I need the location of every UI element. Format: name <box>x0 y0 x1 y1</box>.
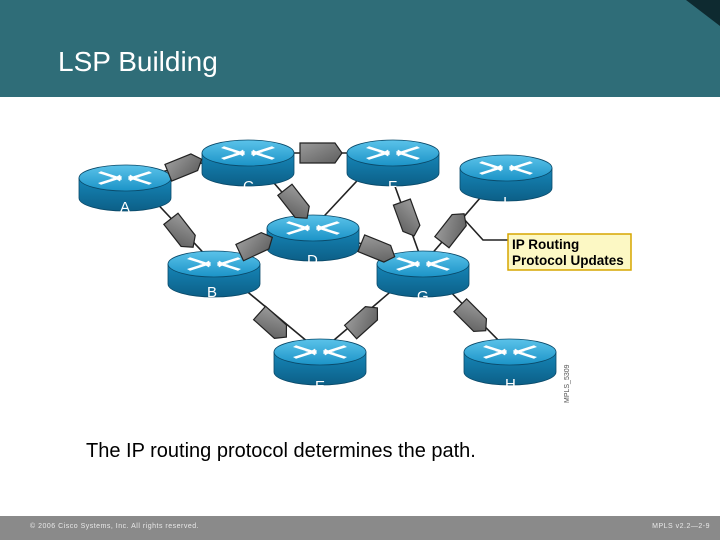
router-e: E <box>273 338 367 395</box>
router-e-label: E <box>315 378 325 395</box>
router-g-label: G <box>417 288 429 305</box>
update-packets <box>162 142 488 340</box>
corner-accent <box>686 0 720 26</box>
callout-line2: Protocol Updates <box>512 253 624 268</box>
router-i-label: I <box>503 194 507 211</box>
packet-icon <box>252 305 288 340</box>
router-b: B <box>167 250 261 301</box>
packet-icon <box>343 305 379 340</box>
packet-icon <box>235 231 274 262</box>
router-g: G <box>376 250 470 305</box>
router-h: H <box>463 338 557 393</box>
callout-line1: IP Routing <box>512 237 579 252</box>
slide-caption: The IP routing protocol determines the p… <box>86 440 476 462</box>
slide-title: LSP Building <box>58 46 218 77</box>
router-d-label: D <box>307 252 318 269</box>
footer-bar: © 2006 Cisco Systems, Inc. All rights re… <box>0 516 720 540</box>
packet-icon <box>162 212 196 248</box>
packet-icon <box>276 183 310 219</box>
router-a: A <box>78 164 172 216</box>
title-bar: LSP Building <box>0 0 720 97</box>
packet-icon <box>453 298 488 333</box>
figure-id: MPLS_5309 <box>564 364 571 403</box>
router-c: C <box>201 139 295 195</box>
network-diagram: A C F I D B G E <box>78 139 632 403</box>
router-f: F <box>346 139 440 195</box>
packet-icon <box>357 234 396 263</box>
router-i: I <box>459 154 553 211</box>
page-number: MPLS v2.2—2-9 <box>652 523 710 530</box>
packet-icon <box>164 153 203 182</box>
router-a-label: A <box>120 199 130 216</box>
router-d: D <box>266 214 360 269</box>
packet-icon <box>392 198 421 237</box>
router-c-label: C <box>243 178 254 195</box>
callout-leader <box>462 217 511 241</box>
router-b-label: B <box>207 284 217 301</box>
packet-icon <box>299 142 343 164</box>
packet-icon <box>433 213 467 249</box>
copyright-text: © 2006 Cisco Systems, Inc. All rights re… <box>30 523 200 530</box>
router-f-label: F <box>388 178 397 195</box>
router-h-label: H <box>505 376 516 393</box>
callout-box: IP Routing Protocol Updates <box>507 233 632 271</box>
